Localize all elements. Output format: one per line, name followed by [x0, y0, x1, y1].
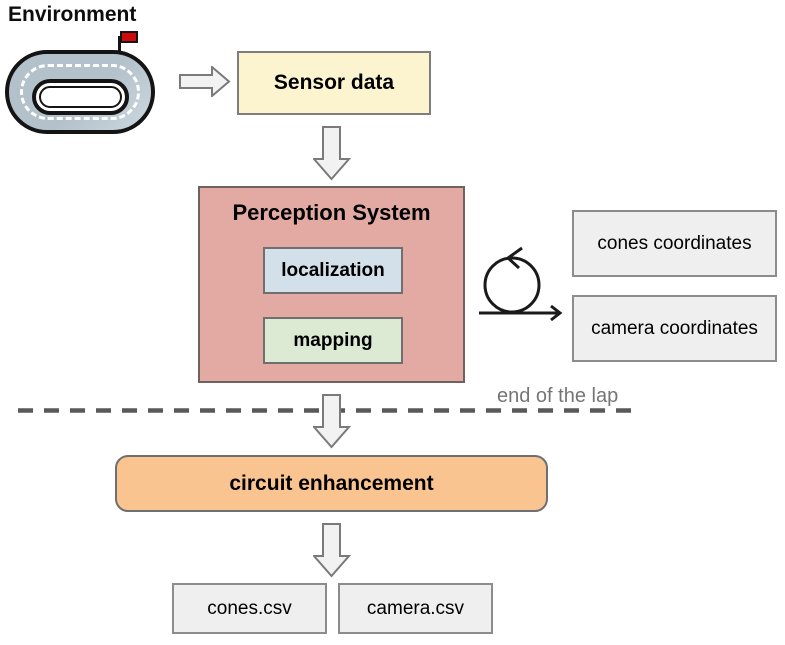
- localization-box: localization: [263, 247, 403, 294]
- lap-loop-arrow-icon: [479, 246, 563, 322]
- cones-csv-label: cones.csv: [207, 597, 292, 619]
- camera-csv-label: camera.csv: [366, 597, 465, 619]
- environment-title: Environment: [8, 3, 137, 26]
- circuit-enhancement-box: circuit enhancement: [115, 455, 548, 512]
- down-block-arrow-icon: [313, 126, 351, 181]
- red-flag-icon: [120, 31, 138, 43]
- cones-csv-box: cones.csv: [172, 583, 327, 634]
- down-block-arrow-icon: [313, 394, 351, 449]
- camera-coordinates-label: camera coordinates: [591, 317, 758, 339]
- sensor-data-label: Sensor data: [273, 71, 395, 94]
- circuit-enhancement-label: circuit enhancement: [229, 471, 434, 495]
- track-road: [5, 50, 155, 134]
- mapping-box: mapping: [263, 317, 403, 364]
- down-block-arrow-icon: [313, 523, 351, 578]
- track-centerline: [20, 64, 140, 120]
- cones-coordinates-label: cones coordinates: [597, 232, 752, 254]
- race-track-icon: [5, 31, 155, 134]
- perception-system-box: Perception System localization mapping: [198, 186, 465, 383]
- camera-csv-box: camera.csv: [338, 583, 493, 634]
- right-block-arrow-icon: [179, 66, 231, 97]
- perception-system-title: Perception System: [232, 200, 431, 225]
- sensor-data-box: Sensor data: [237, 51, 431, 115]
- cones-coordinates-box: cones coordinates: [572, 210, 777, 277]
- track-infield-ring: [39, 86, 122, 108]
- track-infield: [32, 79, 129, 115]
- end-of-lap-label: end of the lap: [497, 385, 619, 407]
- mapping-label: mapping: [293, 329, 373, 351]
- localization-label: localization: [281, 259, 385, 281]
- camera-coordinates-box: camera coordinates: [572, 295, 777, 362]
